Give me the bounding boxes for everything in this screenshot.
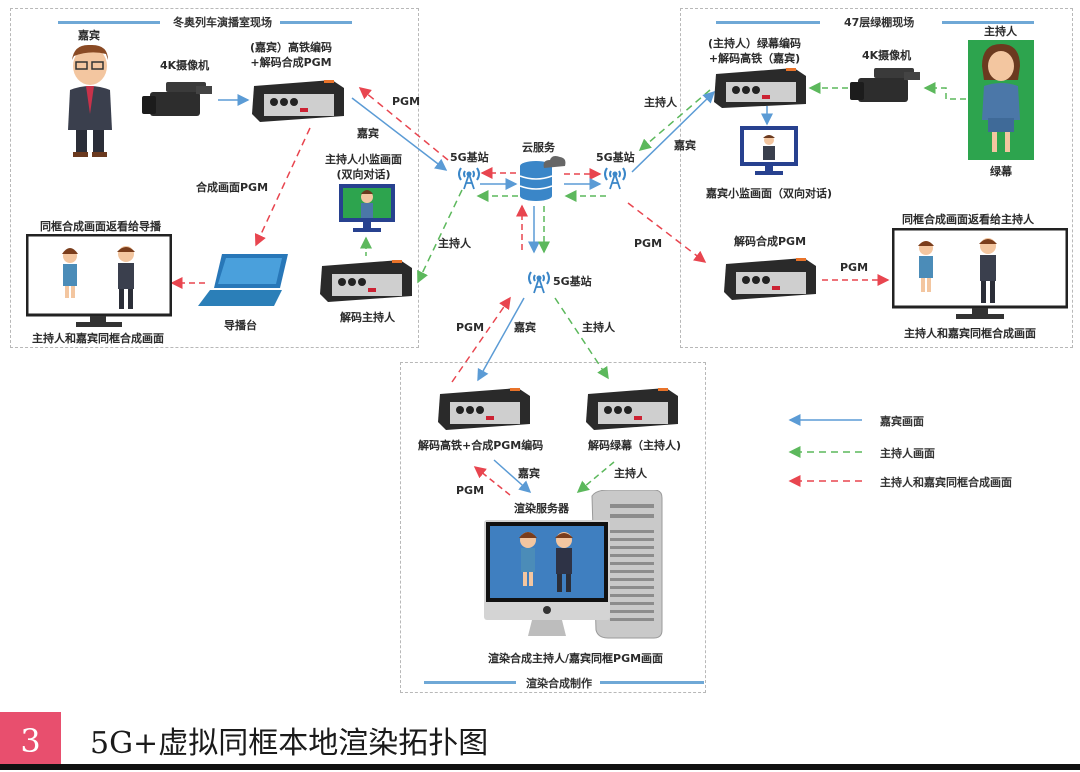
edge-bs-left-to-decoder-host [417, 189, 463, 284]
decoder-green-device-icon [586, 388, 678, 430]
host-label: 主持人 [984, 25, 1017, 38]
return-monitor-left-caption: 主持人和嘉宾同框合成画面 [32, 332, 164, 345]
host-monitor-label: 主持人小监画面 (双向对话) [325, 152, 402, 182]
guest-label: 嘉宾 [78, 29, 100, 42]
edge-label-pgm-right-decoder: PGM [840, 261, 869, 274]
figure-number-badge: 3 [0, 712, 61, 765]
encoder-left-label-line1: (嘉宾）高铁编码 [250, 41, 333, 54]
footer-rule [0, 764, 1080, 770]
encoder-left-label-line2: +解码合成PGM [250, 56, 332, 69]
edge-decoder-train-to-bs-bottom-pgm [451, 296, 511, 383]
region-train-title-line-right [280, 21, 352, 24]
cloud-database-icon [519, 156, 566, 201]
edge-label-composite-pgm: 合成画面PGM [196, 181, 269, 194]
edge-label-host-right: 主持人 [644, 96, 677, 109]
return-monitor-right-icon [892, 228, 1068, 319]
host-monitor-label-line1: 主持人小监画面 [325, 153, 402, 166]
edge-label-host-render: 主持人 [614, 467, 647, 480]
edge-encoder-right-to-bs-right-host [638, 89, 711, 151]
edge-bs-right-to-decoder-pgm [627, 202, 707, 263]
render-caption: 渲染合成主持人/嘉宾同框PGM画面 [488, 652, 664, 665]
bs-left-antenna-icon [458, 167, 480, 190]
encoder-right-label-line1: (主持人）绿幕编码 [708, 37, 802, 50]
region-green-title: 47层绿棚现场 [836, 14, 923, 30]
region-render-title: 渲染合成制作 [518, 675, 600, 691]
render-server-computer-icon [484, 490, 663, 639]
director-laptop-icon [198, 254, 288, 306]
greenscreen-label: 绿幕 [990, 165, 1012, 178]
edge-bs-bottom-to-decoder-green-host [554, 297, 609, 380]
return-monitor-right-caption: 主持人和嘉宾同框合成画面 [904, 327, 1036, 340]
edge-label-pgm-bottom: PGM [456, 321, 485, 334]
edge-encoder-to-bs-left-guest [351, 97, 448, 171]
edge-bs-bottom-to-decoder-train-guest [477, 297, 525, 382]
edge-label-guest-left-top: 嘉宾 [357, 127, 379, 140]
return-monitor-right-title: 同框合成画面返看给主持人 [902, 213, 1034, 226]
edge-label-guest-bottom: 嘉宾 [514, 321, 536, 334]
region-render-title-line-right [598, 681, 704, 684]
region-train-title-line-left [58, 21, 160, 24]
decoder-train-device-icon [438, 388, 530, 430]
cloud-service-label: 云服务 [522, 141, 555, 154]
host-monitor-label-line2: (双向对话) [336, 168, 391, 181]
figure-caption: 5G+虚拟同框本地渲染拓扑图 [90, 726, 489, 761]
encoder-right-label-line2: +解码高铁（嘉宾) [708, 52, 801, 65]
edge-label-host-left: 主持人 [438, 237, 471, 250]
region-green-title-line-left [716, 21, 820, 24]
bs-left-label: 5G基站 [450, 151, 489, 164]
encoder-right-device-icon [714, 68, 806, 108]
guest-monitor-label: 嘉宾小监画面（双向对话) [706, 187, 833, 200]
decoder-green-label: 解码绿幕（主持人) [588, 439, 682, 452]
edge-label-guest-right: 嘉宾 [674, 139, 696, 152]
edge-bs-right-to-encoder-right-guest [631, 90, 716, 173]
edge-bs-left-to-encoder-pgm [358, 87, 449, 161]
edge-label-guest-render: 嘉宾 [518, 467, 540, 480]
director-label: 导播台 [224, 319, 257, 332]
bs-right-label: 5G基站 [596, 151, 635, 164]
edge-decoder-train-to-server-guest [493, 459, 532, 493]
bs-bottom-antenna-icon [528, 271, 550, 294]
region-train-studio [10, 8, 419, 348]
encoder-right-label: (主持人）绿幕编码 +解码高铁（嘉宾) [708, 36, 801, 66]
encoder-left-device-icon [252, 80, 344, 122]
decoder-pgm-label: 解码合成PGM [734, 235, 807, 248]
decoder-host-device-icon [320, 260, 412, 302]
region-render-production [400, 362, 706, 693]
encoder-left-label: (嘉宾）高铁编码 +解码合成PGM [250, 40, 332, 70]
legend-label-guest: 嘉宾画面 [880, 415, 924, 428]
edge-label-pgm-right: PGM [634, 237, 663, 250]
edge-encoder-to-director-pgm [254, 127, 311, 247]
decoder-pgm-device-icon [724, 258, 816, 300]
host-monitor-icon [339, 184, 395, 232]
region-green-title-line-right [942, 21, 1034, 24]
edge-label-pgm-render: PGM [456, 484, 485, 497]
edge-label-pgm-left-top: PGM [392, 95, 421, 108]
edge-label-host-bottom: 主持人 [582, 321, 615, 334]
guest-monitor-icon [740, 126, 798, 175]
bs-right-antenna-icon [604, 167, 626, 190]
guest-figure-icon [68, 44, 112, 157]
decoder-host-label: 解码主持人 [340, 311, 395, 324]
return-monitor-left-icon [26, 234, 172, 327]
legend-label-pgm: 主持人和嘉宾同框合成画面 [880, 476, 1012, 489]
edge-host-to-camera-right [923, 82, 966, 100]
camera-right-icon [850, 68, 920, 102]
region-render-title-line-left [424, 681, 516, 684]
region-train-title: 冬奥列车演播室现场 [165, 14, 280, 30]
camera-left-label: 4K摄像机 [160, 59, 210, 72]
decoder-train-label: 解码高铁+合成PGM编码 [418, 439, 544, 452]
camera-right-label: 4K摄像机 [862, 49, 912, 62]
edge-decoder-green-to-server-host [576, 461, 615, 493]
render-server-label: 渲染服务器 [514, 502, 569, 515]
greenscreen-host-figure-icon [968, 40, 1034, 160]
region-greenscreen [680, 8, 1073, 348]
camera-left-icon [142, 82, 212, 116]
edge-server-to-decoder-train-pgm [473, 466, 511, 496]
return-monitor-left-title: 同框合成画面返看给导播 [40, 220, 161, 233]
legend-label-host: 主持人画面 [880, 447, 935, 460]
bs-bottom-label: 5G基站 [553, 275, 592, 288]
